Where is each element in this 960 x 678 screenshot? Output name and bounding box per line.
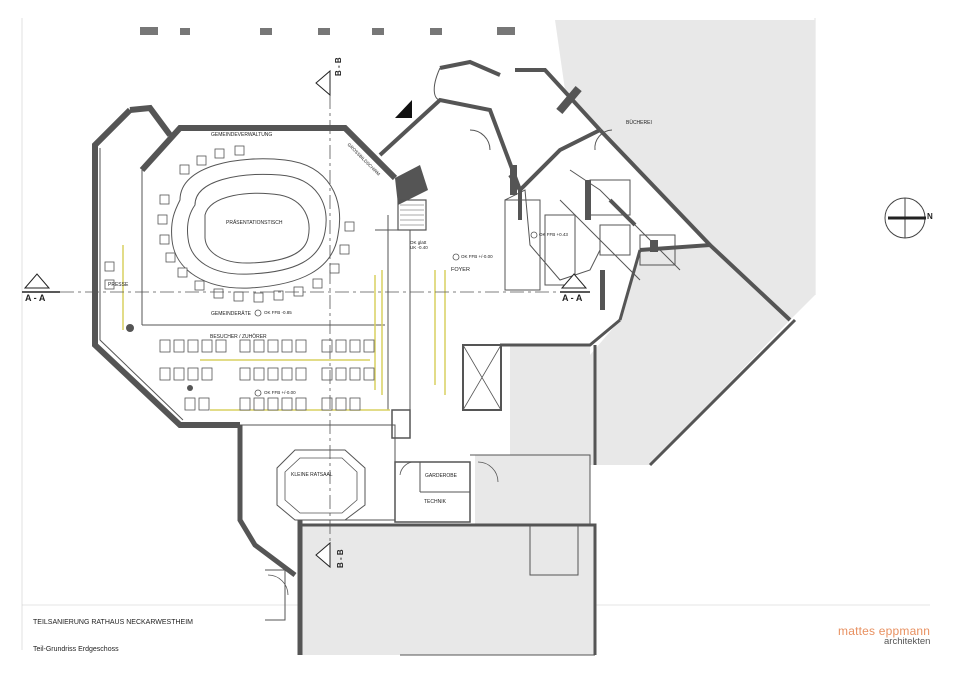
sheet-title: Teil-Grundriss Erdgeschoss — [33, 646, 119, 653]
section-label-aa-left: A - A — [25, 293, 46, 303]
section-line-bb — [315, 69, 331, 569]
bottom-block — [265, 520, 597, 656]
section-label-aa-right: A - A — [562, 293, 583, 303]
brand-sub: architekten — [884, 636, 931, 647]
stair-core — [391, 165, 428, 439]
project-title: TEILSANIERUNG RATHAUS NECKARWESTHEIM — [33, 619, 193, 626]
presentation-table — [171, 158, 341, 289]
north-label: N — [927, 212, 933, 221]
room-label-foyer: FOYER — [451, 267, 470, 273]
room-label-kleiner-ratsaal: KLEINE RATSAAL — [291, 472, 333, 478]
lower-rooms — [237, 249, 797, 577]
visitor-seating — [159, 339, 375, 411]
north-arrow — [884, 197, 926, 239]
room-label-garderobe: GARDEROBE — [425, 473, 457, 479]
section-line-aa — [22, 273, 590, 293]
room-label-buecherei: BÜCHEREI — [626, 120, 652, 126]
room-label-besucher: BESUCHER / ZUHÖRER — [210, 334, 267, 340]
room-label-presse: PRESSE — [108, 282, 129, 288]
brand-name: mattes eppmann — [838, 624, 931, 638]
section-label-bb-top: B - B — [334, 57, 343, 76]
room-label-gemeinderaete: GEMEINDERÄTE — [211, 311, 252, 317]
level-label-foyer: OK FFB +/-0.00 — [461, 254, 493, 259]
level-label-treppe: OK FFB +0.43 — [539, 232, 568, 237]
chairs — [104, 145, 355, 303]
level-note: OK glatt UK -0.40 — [410, 240, 428, 250]
council-hall-walls — [92, 104, 398, 428]
grey-zones — [300, 20, 815, 655]
top-wall-stubs — [140, 27, 515, 35]
room-label-gemeindeverwaltung: GEMEINDEVERWALTUNG — [211, 132, 273, 138]
room-label-technik: TECHNIK — [424, 499, 446, 505]
room-label-praesentation: PRÄSENTATIONSTISCH — [226, 220, 283, 226]
architect-logo: mattes eppmann architekten — [838, 622, 938, 647]
section-label-bb-bottom: B - B — [336, 549, 345, 568]
level-label-ratsaal: OK FFB -0.85 — [264, 310, 292, 315]
foyer-walls — [378, 59, 792, 322]
level-label-besucher: OK FFB +/-0.00 — [264, 390, 296, 395]
